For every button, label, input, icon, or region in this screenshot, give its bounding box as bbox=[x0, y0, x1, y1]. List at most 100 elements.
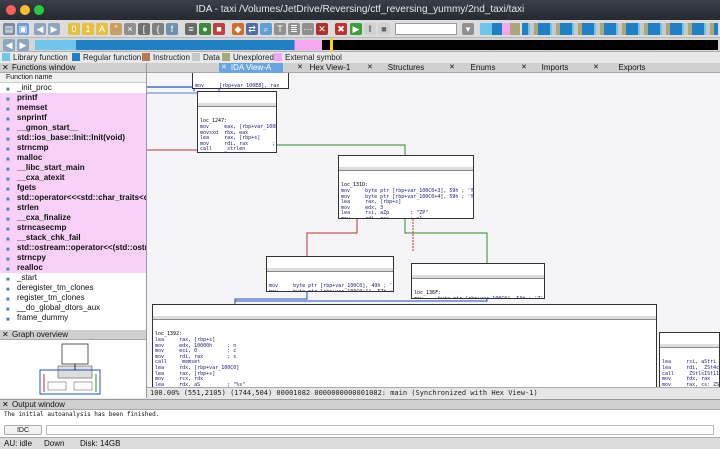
code-icon[interactable]: ● bbox=[199, 23, 211, 35]
tab-close-icon[interactable]: ✕ bbox=[221, 64, 227, 71]
asm-line[interactable]: call _ZStlsISt11c bbox=[662, 370, 720, 377]
back-icon[interactable]: ◀ bbox=[34, 23, 46, 35]
close-panel-icon[interactable]: ✕ bbox=[2, 400, 9, 409]
terminate-icon[interactable]: ■ bbox=[378, 23, 390, 35]
function-list-item[interactable]: ■fgets bbox=[0, 183, 146, 193]
idc-command-input[interactable] bbox=[46, 425, 714, 435]
binary-icon[interactable]: 0 bbox=[68, 23, 80, 35]
function-list-item[interactable]: ■malloc bbox=[0, 153, 146, 163]
asm-line[interactable]: mov rcx, rdx bbox=[155, 376, 204, 383]
tab-close-icon[interactable]: ✕ bbox=[367, 64, 373, 71]
navigation-band[interactable] bbox=[522, 23, 718, 35]
function-list-item[interactable]: ■std::operator<<<std::char_traits<char>>… bbox=[0, 193, 146, 203]
asm-line[interactable]: mov edx, 3 bbox=[341, 204, 384, 211]
string-icon[interactable]: " bbox=[110, 23, 122, 35]
function-list-item[interactable]: ■__do_global_dtors_aux bbox=[0, 303, 146, 313]
save-icon[interactable]: ▣ bbox=[17, 23, 29, 35]
close-panel-icon[interactable]: ✕ bbox=[2, 63, 9, 72]
close-panel-icon[interactable]: ✕ bbox=[2, 330, 9, 339]
tab-close-icon[interactable]: ✕ bbox=[521, 64, 527, 71]
asm-line[interactable]: mov byte ptr [rbp+var_100C0+4], 59h ; 'Y… bbox=[341, 193, 474, 200]
asm-line[interactable]: mov rdi, rax ; s bbox=[200, 140, 277, 147]
stop-icon[interactable]: ■ bbox=[213, 23, 225, 35]
function-list-item[interactable]: ■_start bbox=[0, 273, 146, 283]
asm-line[interactable]: lea rdi, _ZSt4cout bbox=[662, 364, 720, 371]
code-block-loc-136f[interactable]: loc_136F:mov byte ptr [rbp+var_100C0], 5… bbox=[411, 263, 545, 299]
graph-icon[interactable]: ◆ bbox=[232, 23, 244, 35]
minimize-window-button[interactable] bbox=[20, 5, 30, 15]
asm-line[interactable]: movsxd rbx, eax bbox=[200, 129, 249, 136]
hex-icon[interactable]: 1 bbox=[82, 23, 94, 35]
function-list-item[interactable]: ■snprintf bbox=[0, 113, 146, 123]
graph-overview-minimap[interactable] bbox=[0, 340, 147, 398]
function-list-item[interactable]: ■memset bbox=[0, 103, 146, 113]
tab-structures[interactable]: ✕Structures bbox=[367, 63, 425, 72]
search-icon[interactable]: ⌕ bbox=[260, 23, 272, 35]
asm-line[interactable]: lea rsi, aZp ; "ZP" bbox=[341, 210, 429, 217]
asm-line[interactable]: mov edx, 10000h ; n bbox=[155, 342, 237, 349]
asm-line[interactable]: mov byte ptr [rbp+var_100C0+1], 57h ; 'W… bbox=[269, 288, 394, 292]
nav-left-icon[interactable]: ◀ bbox=[3, 39, 15, 51]
asm-line[interactable]: mov eax, [rbp+var_100E4] bbox=[200, 123, 277, 130]
pause-icon[interactable]: ‖ bbox=[364, 23, 376, 35]
function-icon[interactable]: f bbox=[166, 23, 178, 35]
tab-close-icon[interactable]: ✕ bbox=[449, 64, 455, 71]
tab-close-icon[interactable]: ✕ bbox=[593, 64, 599, 71]
asm-line[interactable]: loc_131D: bbox=[341, 182, 369, 189]
tab-exports[interactable]: ✕Exports bbox=[593, 63, 646, 72]
function-list-item[interactable]: ■__cxa_atexit bbox=[0, 173, 146, 183]
asm-line[interactable]: lea rax, [rbp+s] bbox=[155, 370, 216, 377]
function-list-item[interactable]: ■__libc_start_main bbox=[0, 163, 146, 173]
code-block-loc-131d[interactable]: loc_131D:mov byte ptr [rbp+var_100C0+3],… bbox=[338, 155, 474, 219]
debugger-options-icon[interactable]: ▾ bbox=[462, 23, 474, 35]
debugger-select[interactable] bbox=[395, 23, 457, 35]
nav-right-icon[interactable]: ▶ bbox=[17, 39, 29, 51]
data-icon[interactable]: A bbox=[96, 23, 108, 35]
asm-line[interactable]: mov [rbp+var_100E8], rax bbox=[195, 83, 280, 89]
overview-navigator-band[interactable] bbox=[35, 40, 718, 50]
tab-ida-view-a[interactable]: ✕IDA View-A bbox=[219, 63, 283, 73]
xref-icon[interactable]: ⇄ bbox=[246, 23, 258, 35]
function-list-item[interactable]: ■deregister_tm_clones bbox=[0, 283, 146, 293]
function-list-item[interactable]: ■std::ios_base::Init::Init(void) bbox=[0, 133, 146, 143]
forward-icon[interactable]: ▶ bbox=[48, 23, 60, 35]
tab-enums[interactable]: ✕Enums bbox=[449, 63, 496, 72]
asm-line[interactable]: mov rdi, rax ; s1 bbox=[341, 215, 423, 219]
navigation-band-left[interactable] bbox=[480, 23, 520, 35]
function-list-item[interactable]: ■strncpy bbox=[0, 253, 146, 263]
text-search-icon[interactable]: T bbox=[274, 23, 286, 35]
run-icon[interactable]: ▶ bbox=[350, 23, 362, 35]
segment-icon[interactable]: ≡ bbox=[185, 23, 197, 35]
array-icon[interactable]: [ bbox=[138, 23, 150, 35]
tab-hex-view-1[interactable]: ✕Hex View-1 bbox=[297, 63, 351, 72]
cancel-search-icon[interactable]: ✕ bbox=[316, 23, 328, 35]
asm-line[interactable]: loc_1392: bbox=[155, 331, 183, 338]
function-list-item[interactable]: ■strncasecmp bbox=[0, 223, 146, 233]
binary-search-icon[interactable]: ⋯ bbox=[302, 23, 314, 35]
asm-line[interactable]: mov esi, 0 ; c bbox=[155, 348, 237, 355]
zoom-window-button[interactable] bbox=[34, 5, 44, 15]
asm-line[interactable]: lea rdx, aS ; "%s" bbox=[155, 381, 246, 387]
unexplored-icon[interactable]: × bbox=[124, 23, 136, 35]
asm-line[interactable]: mov rax, cs:_ZSt bbox=[662, 381, 720, 387]
code-block-left-branch[interactable]: mov byte ptr [rbp+var_100C0], 49h ; 'I'm… bbox=[266, 256, 394, 292]
asm-line[interactable]: mov rdi, rax ; s bbox=[155, 353, 237, 360]
function-list-item[interactable]: ■realloc bbox=[0, 263, 146, 273]
asm-line[interactable]: mov byte ptr [rbp+var_100C0], 5Ah ; 'Z' bbox=[414, 295, 544, 299]
function-list-item[interactable]: ■strncmp bbox=[0, 143, 146, 153]
struct-icon[interactable]: { bbox=[152, 23, 164, 35]
function-list-item[interactable]: ■__stack_chk_fail bbox=[0, 233, 146, 243]
asm-line[interactable]: lea rax, [rbp+s] bbox=[341, 199, 402, 206]
function-list-item[interactable]: ■__cxa_finalize bbox=[0, 213, 146, 223]
function-name-column-header[interactable]: Function name bbox=[0, 73, 146, 83]
function-list-item[interactable]: ■strlen bbox=[0, 203, 146, 213]
tab-close-icon[interactable]: ✕ bbox=[297, 64, 303, 71]
asm-line[interactable]: loc_136F: bbox=[414, 290, 442, 297]
asm-line[interactable]: mov byte ptr [rbp+var_100C0], 49h ; 'I' bbox=[269, 283, 394, 290]
function-list-item[interactable]: ■register_tm_clones bbox=[0, 293, 146, 303]
code-block-loc-1247[interactable]: loc_1247:mov eax, [rbp+var_100E4]movsxd … bbox=[197, 91, 277, 153]
tab-imports[interactable]: ✕Imports bbox=[521, 63, 569, 72]
asm-line[interactable]: lea rsi, aStri bbox=[662, 359, 717, 366]
